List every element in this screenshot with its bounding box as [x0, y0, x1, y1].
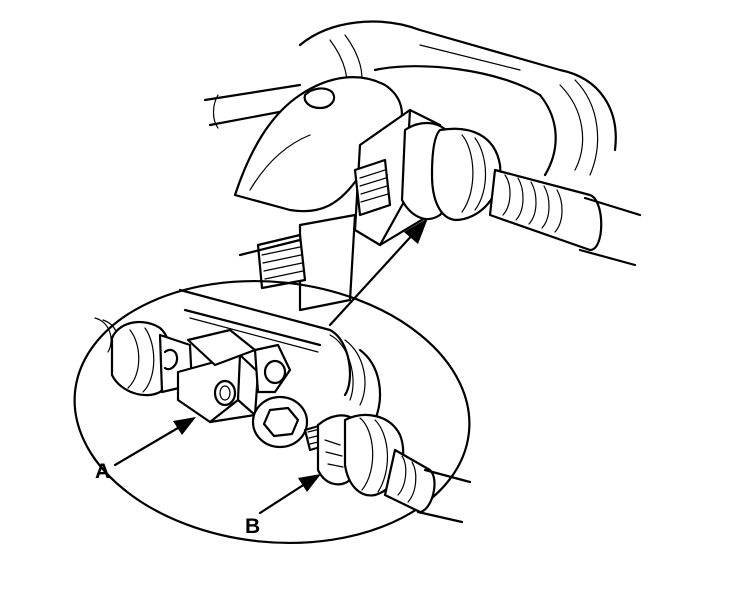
- wrench-tool: [233, 76, 403, 213]
- detail-yoke-block: [176, 328, 292, 424]
- detail-callout-arrow: [328, 218, 428, 327]
- hex-washer: [251, 395, 309, 449]
- upper-joint-boot: [400, 122, 642, 267]
- detail-oval: [73, 279, 471, 545]
- detail-left-boot: [94, 317, 194, 397]
- callout-arrow-b: [258, 474, 321, 515]
- label-b: B: [245, 515, 260, 538]
- detail-housing: [178, 288, 382, 422]
- label-a: A: [95, 460, 110, 483]
- callout-arrow-a: [113, 417, 196, 467]
- detail-right-joint: [303, 413, 472, 524]
- background-housing: [203, 20, 617, 177]
